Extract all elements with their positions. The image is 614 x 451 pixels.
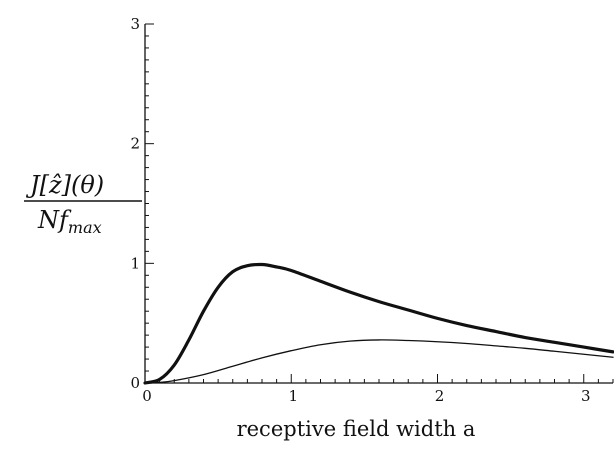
axes (144, 24, 613, 384)
y-label-denominator: Nf (37, 206, 72, 234)
x-tick-label: 3 (581, 387, 591, 405)
x-tick-label: 0 (142, 387, 152, 405)
y-tick-label: 2 (130, 135, 140, 153)
y-axis-label: J[ẑ](θ) Nfmax (24, 171, 142, 237)
x-tick-label: 1 (288, 387, 298, 405)
y-label-numerator: J[ẑ](θ) (25, 171, 104, 199)
series-line-thin (144, 339, 614, 384)
y-tick-label: 1 (130, 254, 140, 272)
x-tick-label: 2 (435, 387, 445, 405)
x-axis-label: receptive field width a (237, 417, 476, 441)
ticks: 0 1 2 3 0 1 2 3 (130, 15, 614, 405)
svg-text:Nfmax: Nfmax (37, 206, 102, 237)
y-tick-label: 3 (130, 15, 140, 33)
series-layer (143, 262, 614, 385)
y-label-subscript: max (68, 218, 102, 237)
y-tick-label: 0 (130, 374, 140, 392)
series-line-thick (143, 262, 614, 385)
